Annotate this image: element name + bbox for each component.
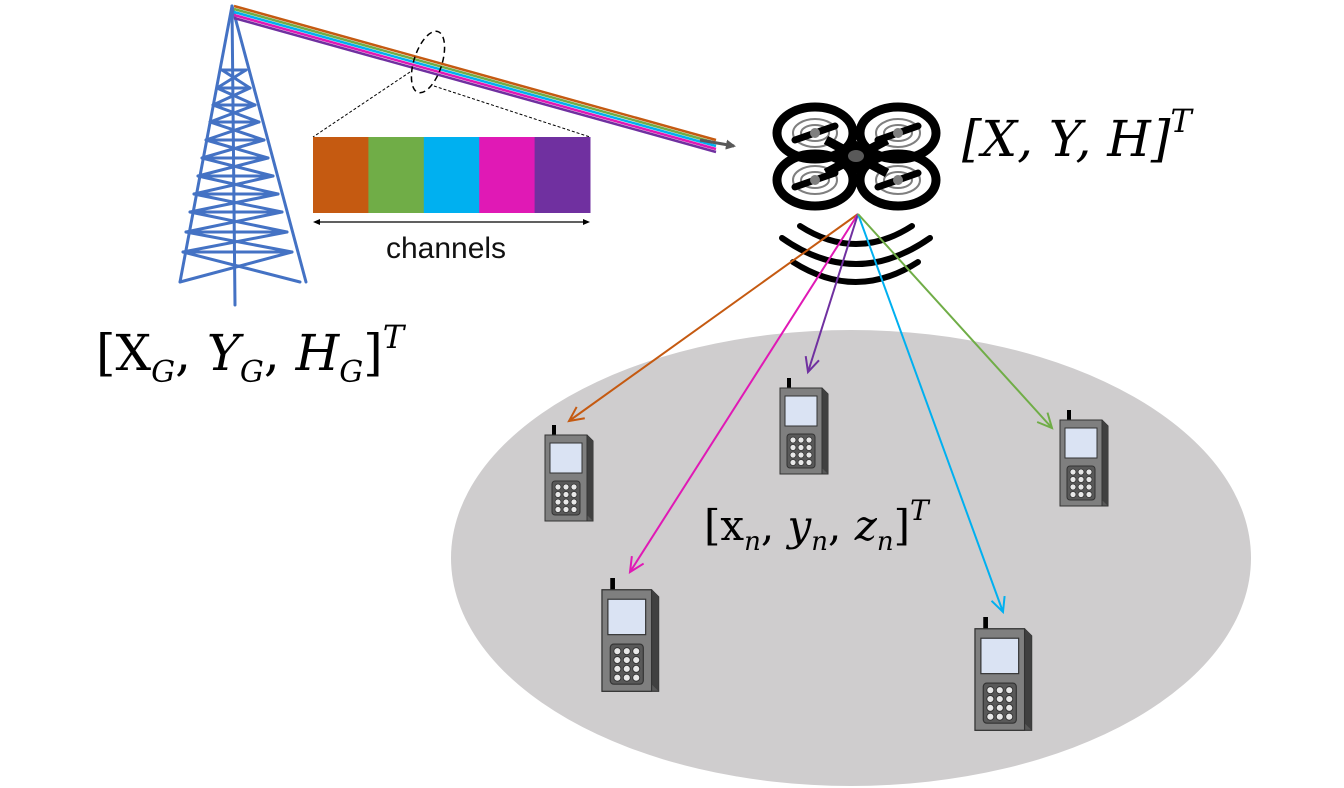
mobile-phone-icon: [1059, 410, 1109, 507]
wireless-signal-icon: [779, 223, 933, 285]
channel-bar: [313, 137, 591, 213]
access-link-line: [857, 213, 1053, 429]
mobile-phone-icon: [601, 578, 660, 692]
access-link-arrowhead: [628, 555, 645, 574]
channels-label: channels: [386, 232, 506, 265]
access-link-arrowhead: [1036, 412, 1054, 430]
access-link-line: [857, 213, 1004, 613]
channel-segment-2: [368, 137, 425, 213]
channel-segment-5: [534, 137, 591, 213]
access-link-line: [568, 213, 859, 422]
bundle-highlight: [410, 30, 446, 94]
access-link-line: [807, 213, 859, 373]
mobile-phone-icon: [974, 617, 1033, 731]
mobile-phone-icon: [544, 425, 594, 522]
channel-segment-3: [423, 137, 480, 213]
access-links: [567, 213, 1054, 615]
quadcopter-drone-icon: [772, 102, 941, 211]
uav-coordinate-label: [X, Y, H]T: [962, 102, 1194, 168]
access-link-arrowhead: [990, 595, 1006, 615]
zoom-line-left: [312, 71, 411, 138]
channel-segment-4: [479, 137, 536, 213]
access-link-line: [629, 213, 859, 573]
tower-coordinate-label: [XG, YG, HG]T: [96, 318, 407, 390]
mobile-phone-icon: [779, 378, 829, 475]
coverage-area: [451, 330, 1251, 786]
access-link-arrowhead: [804, 356, 820, 375]
user-coordinate-label: [xn, yn, zn]T: [704, 494, 931, 557]
channels-span-arrow: [313, 219, 590, 225]
channel-segment-1: [313, 137, 369, 213]
backhaul-link: [233, 4, 736, 154]
cell-tower-icon: [178, 4, 308, 307]
zoom-line-right: [433, 85, 591, 138]
access-link-arrowhead: [567, 406, 585, 423]
